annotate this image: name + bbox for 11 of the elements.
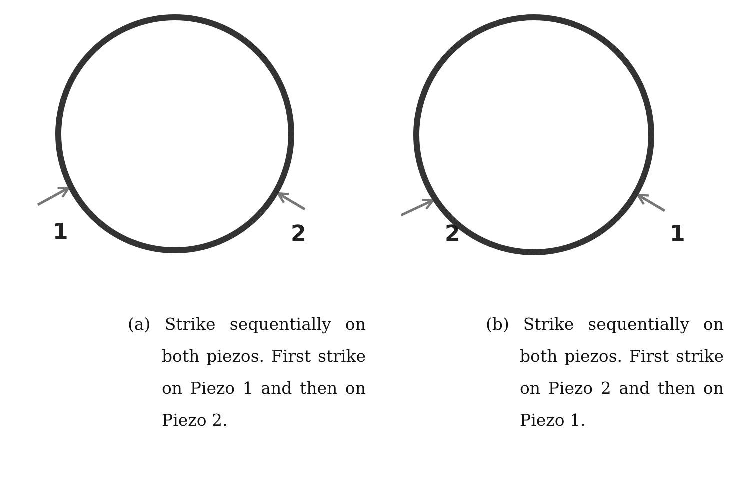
callout-number: 1 [53, 222, 68, 244]
subfigure-caption: (a) Strike sequentially on both piezos. First strike on Piezo 1 and then on Piezo 2. [128, 314, 366, 432]
callout-number: 2 [445, 224, 460, 246]
subfigure-caption: (b) Strike sequentially on both piezos. First strike on Piezo 2 and then on Piezo 1. [486, 314, 724, 432]
arrow [37, 186, 70, 206]
callout-number: 1 [670, 224, 686, 246]
callout-number: 2 [291, 224, 306, 246]
arrow [636, 194, 666, 212]
arrow [276, 192, 306, 211]
circle [413, 14, 655, 256]
arrow [400, 198, 434, 216]
